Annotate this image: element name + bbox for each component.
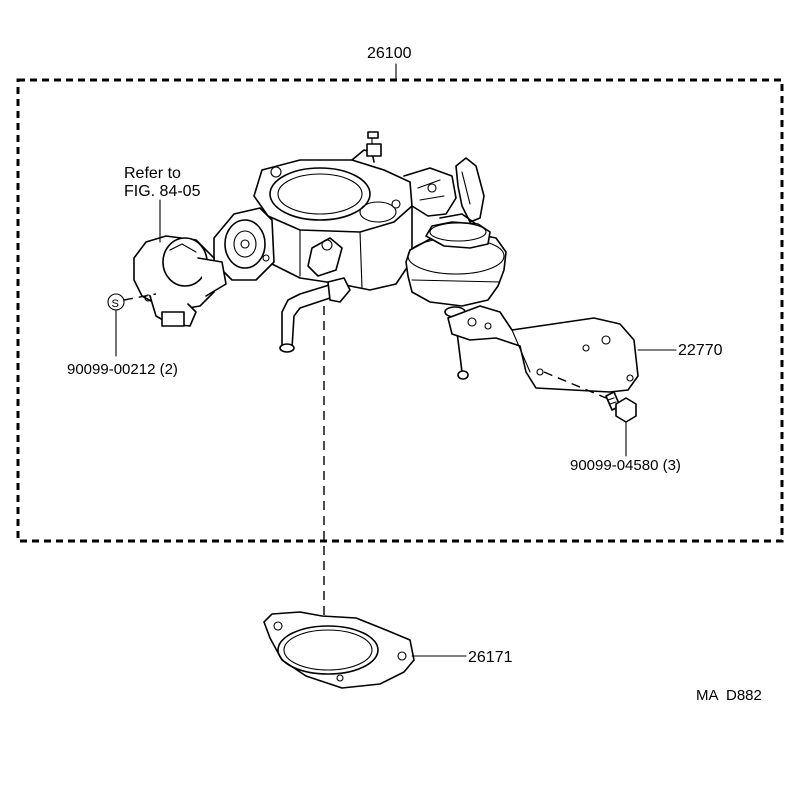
part-label-22770: 22770: [678, 342, 723, 359]
screw-symbol-letter: S: [112, 298, 119, 310]
part-label-90099-04580: 90099-04580 (3): [570, 457, 681, 474]
throttle-body-gasket: [263, 611, 415, 689]
dashpot-diaphragm: [405, 221, 507, 380]
part-label-90099-00212: 90099-00212 (2): [67, 361, 178, 378]
bolt-dashed-leader: [543, 371, 607, 399]
screw-dashed-leader: [123, 293, 157, 301]
refer-figure-label: FIG. 84-05: [124, 183, 201, 200]
refer-to-label: Refer to: [124, 165, 181, 182]
mounting-bracket: [447, 305, 639, 393]
throttle-body: [213, 131, 485, 353]
throttle-position-sensor: [133, 235, 227, 327]
bracket-bolt: [543, 371, 637, 457]
assembly-number-label: 26100: [367, 45, 412, 62]
figure-code: MA D882: [696, 687, 762, 704]
part-label-26171: 26171: [468, 649, 513, 666]
sensor-screw: S: [107, 293, 157, 357]
